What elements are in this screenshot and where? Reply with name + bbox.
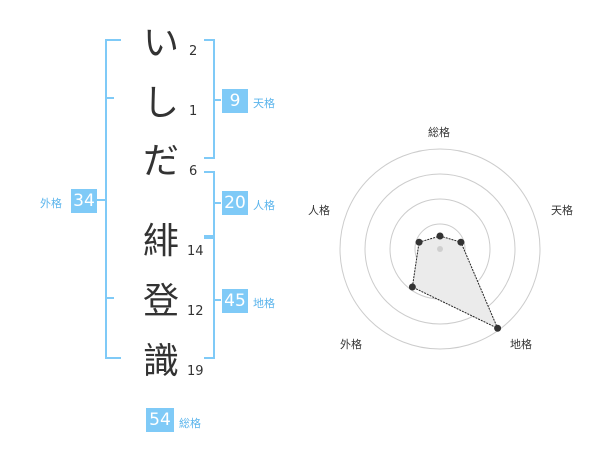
surname-char-3: だ — [143, 141, 180, 182]
jinkaku-badge: 20 — [222, 191, 248, 215]
surname-char-3-strokes: 6 — [189, 164, 198, 179]
radar-label-gaikaku: 外格 — [340, 338, 362, 351]
radar-point-tenkaku — [457, 238, 465, 246]
surname-char-1-strokes: 2 — [189, 44, 198, 59]
radar-point-chikaku — [494, 324, 502, 332]
radar-label-soukaku: 総格 — [428, 126, 450, 139]
given-char-3: 識 — [143, 341, 180, 382]
chikaku-bracket — [204, 237, 215, 359]
surname-char-2: し — [143, 83, 180, 124]
radar-point-gaikaku — [408, 283, 416, 291]
jinkaku-label: 人格 — [253, 199, 275, 212]
given-char-3-strokes: 19 — [187, 364, 204, 379]
radar-ring-3 — [364, 173, 516, 325]
surname-char-1: い — [143, 23, 180, 64]
tenkaku-label: 天格 — [253, 97, 275, 110]
radar-series-polygon — [411, 235, 499, 330]
given-char-1: 緋 — [143, 221, 180, 262]
radar-center — [437, 246, 443, 252]
radar-ring-4 — [339, 148, 541, 350]
given-char-2-strokes: 12 — [187, 304, 204, 319]
soukaku-badge: 54 — [146, 408, 174, 432]
chikaku-badge: 45 — [222, 289, 248, 313]
gaikaku-badge: 34 — [71, 189, 97, 213]
given-char-1-strokes: 14 — [187, 244, 204, 259]
radar-label-tenkaku: 天格 — [551, 204, 573, 217]
surname-char-2-strokes: 1 — [189, 104, 198, 119]
chikaku-label: 地格 — [253, 297, 275, 310]
soukaku-label: 総格 — [179, 417, 201, 430]
radar-label-chikaku: 地格 — [510, 338, 532, 351]
given-char-2: 登 — [143, 281, 180, 322]
radar-label-jinkaku: 人格 — [308, 204, 330, 217]
tenkaku-badge: 9 — [222, 89, 248, 113]
radar-point-jinkaku — [415, 238, 423, 246]
radar-point-soukaku — [436, 232, 444, 240]
gaikaku-label: 外格 — [40, 197, 62, 210]
